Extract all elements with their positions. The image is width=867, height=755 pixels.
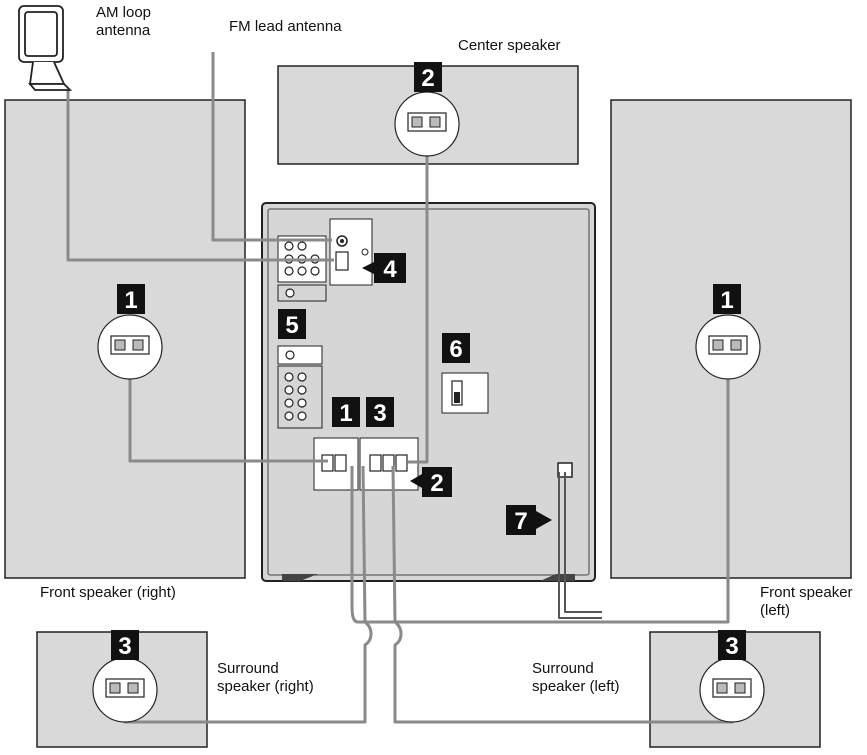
wires bbox=[66, 52, 734, 724]
label-surround-right: Surround speaker (right) bbox=[217, 660, 314, 695]
terminal-surround-left bbox=[699, 657, 765, 723]
terminal-center bbox=[394, 91, 460, 157]
svg-text:5: 5 bbox=[285, 312, 298, 339]
svg-text:3: 3 bbox=[725, 633, 738, 660]
svg-text:7: 7 bbox=[514, 508, 527, 535]
label-surround-left: Surround speaker (left) bbox=[532, 660, 620, 695]
badge-audio-jacks: 5 bbox=[278, 309, 306, 339]
badge-antenna-jack: 4 bbox=[362, 253, 406, 283]
svg-text:2: 2 bbox=[421, 65, 434, 92]
badge-switch: 6 bbox=[442, 333, 470, 363]
svg-text:1: 1 bbox=[339, 400, 352, 427]
badge-power-cord: 7 bbox=[506, 505, 552, 535]
terminal-front-right bbox=[97, 314, 163, 380]
badge-surround-right: 3 bbox=[111, 630, 139, 660]
badge-terminal-front: 1 bbox=[332, 397, 360, 427]
label-front-right: Front speaker (right) bbox=[40, 584, 176, 601]
svg-text:6: 6 bbox=[449, 336, 462, 363]
badge-terminal-center: 2 bbox=[410, 467, 452, 497]
badge-center: 2 bbox=[414, 62, 442, 92]
badge-terminal-surround: 3 bbox=[366, 397, 394, 427]
svg-text:1: 1 bbox=[124, 287, 137, 314]
label-center-speaker: Center speaker bbox=[458, 37, 561, 54]
svg-text:3: 3 bbox=[118, 633, 131, 660]
label-front-left: Front speaker (left) bbox=[760, 584, 853, 619]
svg-text:4: 4 bbox=[383, 256, 397, 283]
badge-surround-left: 3 bbox=[718, 630, 746, 660]
badge-front-right: 1 bbox=[117, 284, 145, 314]
am-loop-antenna-icon bbox=[18, 5, 73, 91]
terminal-front-left bbox=[695, 314, 761, 380]
label-fm-antenna: FM lead antenna bbox=[229, 18, 342, 35]
svg-text:3: 3 bbox=[373, 400, 386, 427]
label-am-antenna: AM loop antenna bbox=[96, 4, 152, 39]
svg-text:2: 2 bbox=[430, 470, 443, 497]
svg-text:1: 1 bbox=[720, 287, 733, 314]
terminal-surround-right bbox=[92, 657, 158, 723]
badge-front-left: 1 bbox=[713, 284, 741, 314]
